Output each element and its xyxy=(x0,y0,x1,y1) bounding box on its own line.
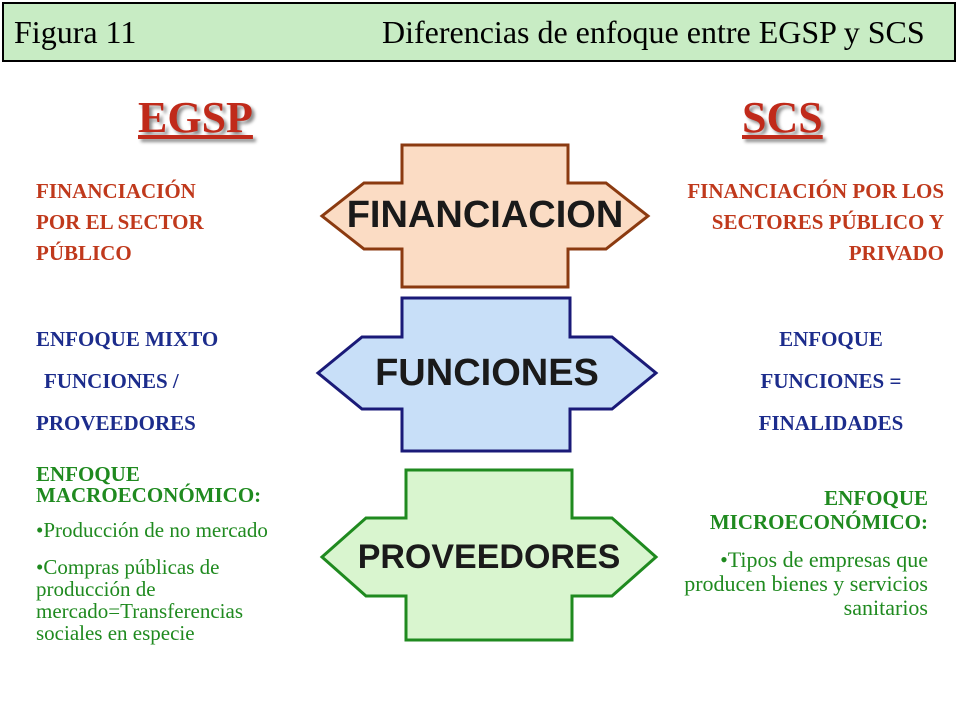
scs-funciones-line: ENFOQUE xyxy=(779,327,883,351)
egsp-funciones-text: ENFOQUE MIXTO FUNCIONES / PROVEEDORES xyxy=(36,318,218,444)
proveedores-label: PROVEEDORES xyxy=(357,538,621,576)
proveedores-arrow-shape xyxy=(319,468,659,642)
scs-proveedores-text: ENFOQUE MICROECONÓMICO: •Tipos de empres… xyxy=(664,486,928,634)
list-item: •Tipos de empresas que producen bienes y… xyxy=(684,547,928,620)
list-item: •Compras públicas de producción de merca… xyxy=(36,555,243,645)
scs-proveedores-list: •Tipos de empresas que producen bienes y… xyxy=(664,548,928,620)
scs-financiacion-line: SECTORES PÚBLICO Y xyxy=(711,210,944,234)
scs-funciones-line: FINALIDADES xyxy=(758,411,904,435)
funciones-label: FUNCIONES xyxy=(375,352,599,394)
scs-financiacion-line: PRIVADO xyxy=(848,241,944,265)
egsp-financiacion-line: POR EL SECTOR xyxy=(36,210,204,234)
egsp-proveedores-list: •Producción de no mercado •Compras públi… xyxy=(36,518,311,644)
egsp-funciones-line: FUNCIONES / xyxy=(44,369,179,393)
scs-financiacion-line: FINANCIACIÓN POR LOS xyxy=(687,179,944,203)
list-item: •Producción de no mercado xyxy=(36,518,268,542)
scs-financiacion-text: FINANCIACIÓN POR LOS SECTORES PÚBLICO Y … xyxy=(630,176,944,269)
egsp-proveedores-heading: ENFOQUE xyxy=(36,462,140,486)
scs-funciones-text: ENFOQUE FUNCIONES = FINALIDADES xyxy=(726,318,936,444)
financiacion-label: FINANCIACION xyxy=(346,194,624,236)
column-title-scs: SCS xyxy=(742,93,823,142)
egsp-funciones-line: ENFOQUE MIXTO xyxy=(36,327,219,351)
funciones-arrow-shape xyxy=(315,296,659,453)
egsp-proveedores-text: ENFOQUE MACROECONÓMICO: •Producción de n… xyxy=(36,464,311,658)
figure-header: Figura 11 Diferencias de enfoque entre E… xyxy=(2,2,956,62)
egsp-funciones-line: PROVEEDORES xyxy=(36,411,196,435)
column-title-egsp: EGSP xyxy=(138,93,253,142)
financiacion-arrow-shape xyxy=(319,143,651,289)
scs-proveedores-heading: ENFOQUE xyxy=(824,486,928,510)
figure-title: Diferencias de enfoque entre EGSP y SCS xyxy=(382,14,925,50)
egsp-financiacion-line: PÚBLICO xyxy=(36,241,132,265)
figure-number: Figura 11 xyxy=(14,14,137,50)
egsp-proveedores-heading: MACROECONÓMICO: xyxy=(36,483,262,507)
egsp-financiacion-line: FINANCIACIÓN xyxy=(36,179,196,203)
scs-proveedores-heading: MICROECONÓMICO: xyxy=(709,510,928,534)
scs-funciones-line: FUNCIONES = xyxy=(760,369,902,393)
egsp-financiacion-text: FINANCIACIÓN POR EL SECTOR PÚBLICO xyxy=(36,176,204,269)
